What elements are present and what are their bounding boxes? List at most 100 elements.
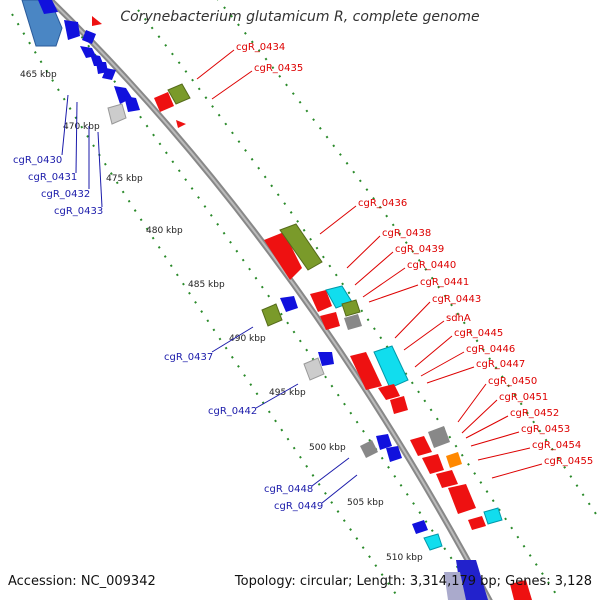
gene-block xyxy=(422,454,444,474)
gene-block xyxy=(124,96,140,112)
gene-block xyxy=(446,452,462,468)
forward-strand-genes xyxy=(92,16,532,600)
reverse-strand-genes xyxy=(21,0,488,600)
gene-label: cgR_0450 xyxy=(488,376,537,387)
forward-gene-labels: cgR_0434 cgR_0435 cgR_0436 cgR_0438 cgR_… xyxy=(236,42,593,467)
gene-label: cgR_0445 xyxy=(454,328,503,339)
scale-label: 510 kbp xyxy=(386,553,423,563)
leader-line xyxy=(196,49,235,80)
forward-inner-track xyxy=(137,9,561,600)
gene-block xyxy=(310,290,332,312)
gene-block xyxy=(423,533,443,551)
scale-labels: 465 kbp 470 kbp 475 kbp 480 kbp 485 kbp … xyxy=(20,70,423,563)
gene-label: cgR_0454 xyxy=(532,440,581,451)
leader-line xyxy=(420,351,465,377)
gene-label: cgR_0430 xyxy=(13,155,62,166)
gene-block xyxy=(373,345,409,389)
gene-block xyxy=(386,446,402,462)
gene-label: cgR_0432 xyxy=(41,189,90,200)
gene-label: cgR_0449 xyxy=(274,501,323,512)
gene-block xyxy=(102,68,116,80)
gene-block xyxy=(344,314,362,330)
leader-line xyxy=(97,131,103,208)
gene-block xyxy=(82,30,96,44)
scale-label: 470 kbp xyxy=(63,122,100,132)
leader-line xyxy=(403,320,445,351)
leader-line xyxy=(426,366,475,384)
gene-block xyxy=(448,484,476,514)
gene-block xyxy=(510,580,532,600)
leader-line xyxy=(211,326,254,353)
leader-line xyxy=(354,251,394,286)
leader-line xyxy=(470,431,520,447)
leader-line xyxy=(346,235,381,269)
gene-block xyxy=(444,572,466,600)
gene-label: cgR_0441 xyxy=(420,277,469,288)
gene-block xyxy=(412,520,428,534)
gene-block xyxy=(483,507,503,525)
gene-label: cgR_0436 xyxy=(358,198,407,209)
scale-label: 495 kbp xyxy=(269,388,306,398)
leader-line xyxy=(255,383,299,409)
genome-backbone-highlight xyxy=(48,0,491,600)
gene-label: cgR_0434 xyxy=(236,42,285,53)
leader-line xyxy=(321,474,358,504)
gene-label: cgR_0455 xyxy=(544,456,593,467)
scale-label: 505 kbp xyxy=(347,498,384,508)
leader-line xyxy=(457,383,487,423)
gene-block xyxy=(376,434,392,450)
gene-label: cgR_0447 xyxy=(476,359,525,370)
gene-block xyxy=(360,440,378,458)
reverse-leader-lines xyxy=(61,94,358,504)
leader-line xyxy=(414,335,453,368)
accession-text: Accession: NC_009342 xyxy=(8,574,156,589)
gene-label: cgR_0442 xyxy=(208,406,257,417)
gene-block xyxy=(303,357,325,381)
gene-block xyxy=(341,299,361,317)
gene-block xyxy=(410,436,432,456)
leader-line xyxy=(211,70,253,100)
gene-label: cgR_0438 xyxy=(382,228,431,239)
reverse-inner-track xyxy=(61,9,481,600)
gene-block xyxy=(92,16,102,26)
leader-line xyxy=(319,205,357,235)
gene-block xyxy=(64,20,80,40)
gene-block xyxy=(320,312,340,330)
topology-text: Topology: circular; Length: 3,314,179 bp… xyxy=(234,574,592,589)
gene-label: cgR_0435 xyxy=(254,63,303,74)
gene-block xyxy=(350,352,382,390)
reverse-outer-track xyxy=(11,13,401,600)
forward-leader-lines xyxy=(196,49,543,479)
gene-label: cgR_0451 xyxy=(499,392,548,403)
gene-block xyxy=(154,92,174,112)
gene-block xyxy=(378,384,400,400)
gene-block xyxy=(318,352,334,366)
leader-line xyxy=(461,399,498,434)
gene-label: cgR_0446 xyxy=(466,344,515,355)
gene-label: cgR_0448 xyxy=(264,484,313,495)
scale-label: 500 kbp xyxy=(309,443,346,453)
gene-label: cgR_0431 xyxy=(28,172,77,183)
gene-block xyxy=(279,223,323,271)
gene-label: cgR_0443 xyxy=(432,294,481,305)
gene-block xyxy=(264,232,302,280)
leader-line xyxy=(491,463,543,479)
gene-block xyxy=(436,470,458,488)
gene-block xyxy=(390,396,408,414)
leader-line xyxy=(465,415,509,439)
gene-label: cgR_0433 xyxy=(54,206,103,217)
gene-block xyxy=(261,303,283,327)
gene-label: cgR_0439 xyxy=(395,244,444,255)
gene-block xyxy=(468,516,486,530)
genome-backbone xyxy=(45,0,493,600)
gene-block xyxy=(38,0,58,14)
gene-label: cgR_0452 xyxy=(510,408,559,419)
gene-label: cgR_0440 xyxy=(407,260,456,271)
leader-line xyxy=(368,284,419,303)
scale-label: 465 kbp xyxy=(20,70,57,80)
gene-block xyxy=(167,83,191,105)
gene-block xyxy=(107,103,127,125)
leader-line xyxy=(362,267,406,298)
